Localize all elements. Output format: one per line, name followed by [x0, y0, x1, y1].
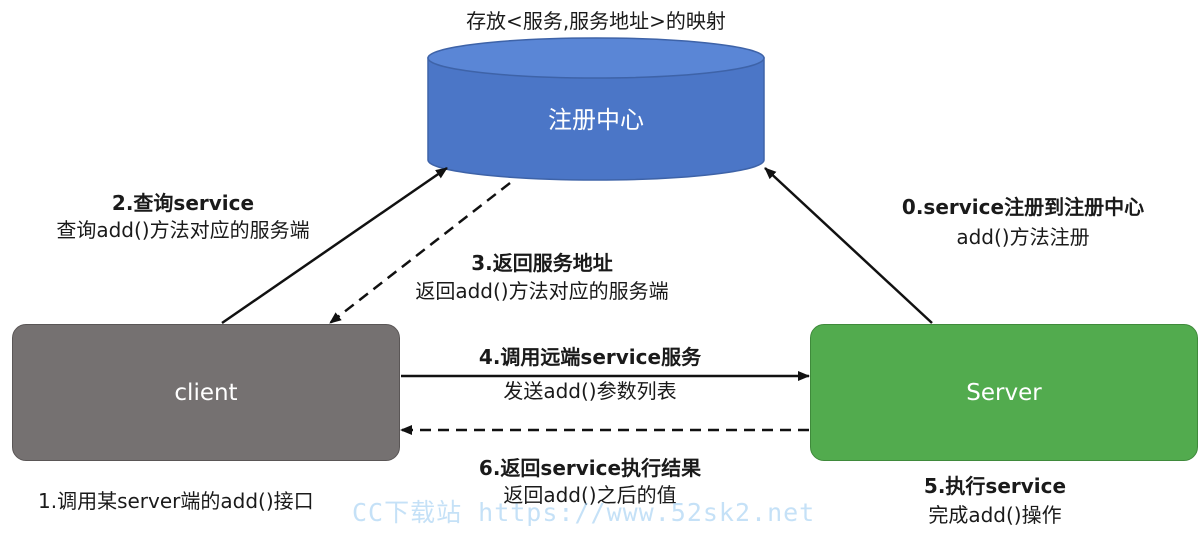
server-node: Server [810, 324, 1198, 461]
client-node: client [12, 324, 400, 461]
step-result-title: 6.返回service执行结果 [478, 456, 702, 480]
registry-label: 注册中心 [548, 106, 644, 134]
watermark: CC下载站 https://www.52sk2.net [352, 498, 816, 527]
step-return-address-title: 3.返回服务地址 [471, 251, 613, 275]
step-return-address-detail: 返回add()方法对应的服务端 [415, 279, 669, 303]
step-query-title: 2.查询service [111, 191, 255, 215]
server-label: Server [966, 379, 1042, 406]
step-invoke-title: 4.调用远端service服务 [478, 345, 702, 369]
step-register-title: 0.service注册到注册中心 [901, 195, 1145, 219]
step-result-detail: 返回add()之后的值 [503, 483, 677, 507]
registry-cylinder [427, 37, 765, 181]
step-call-detail: 1.调用某server端的add()接口 [38, 489, 314, 513]
registry-mapping-title: 存放<服务,服务地址>的映射 [466, 9, 726, 33]
arrow-query [221, 166, 448, 325]
step-invoke-detail: 发送add()参数列表 [503, 379, 677, 403]
step-query-detail: 查询add()方法对应的服务端 [56, 218, 310, 242]
step-register-detail: add()方法注册 [956, 225, 1090, 249]
arrow-return-address [329, 182, 511, 324]
step-execute-detail: 完成add()操作 [928, 503, 1062, 527]
arrow-register [764, 167, 933, 324]
client-label: client [174, 379, 238, 406]
step-execute-title: 5.执行service [923, 474, 1067, 498]
